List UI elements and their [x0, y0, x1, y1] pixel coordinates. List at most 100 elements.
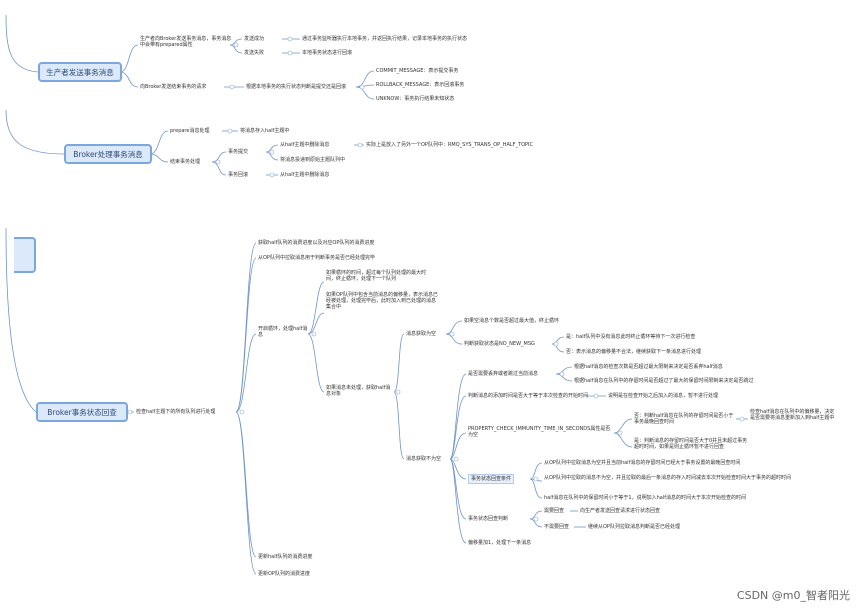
link — [393, 391, 405, 460]
node[interactable]: 更新half队列的消费进度 — [258, 554, 313, 560]
node[interactable]: UNKNOW：事务执行结果未知状态 — [376, 96, 455, 102]
link — [551, 343, 565, 353]
node[interactable]: 事务提交 — [228, 149, 249, 155]
node[interactable]: 根据half消息的检查次数是否超过最大限制来决定是否丢弃half消息 — [574, 364, 723, 370]
link — [449, 432, 467, 460]
node[interactable]: 开启循环，处理half消息 — [258, 326, 308, 338]
link — [529, 478, 543, 499]
node[interactable]: 将消息投递到原始主题队列中 — [280, 157, 346, 163]
collapse-dot — [739, 416, 745, 422]
collapse-dot — [533, 516, 539, 522]
node[interactable]: 更新OP队列的消费进度 — [258, 571, 310, 577]
link — [445, 333, 463, 345]
node[interactable]: 向生产者发送回查请求进行状态回查 — [580, 508, 661, 514]
collapse-dot — [449, 331, 455, 337]
node[interactable]: 从half主题中删除消息 — [280, 142, 330, 148]
link — [119, 71, 139, 88]
node[interactable]: PROPERTY_CHECK_IMMUNITY_TIME_IN_SECONDS属… — [468, 426, 611, 438]
link — [529, 510, 543, 520]
node[interactable]: 是：half队列中没有消息此时终止循环等待下一次进行检查 — [566, 334, 696, 340]
link — [211, 151, 227, 163]
node[interactable]: 根据本地事务的执行状态判断是提交还是回滚 — [246, 84, 347, 90]
collapse-dot — [453, 456, 459, 462]
node[interactable]: 发送失败 — [244, 50, 265, 56]
link — [307, 281, 325, 335]
node[interactable]: 结束事务处理 — [170, 159, 201, 165]
node[interactable]: 根据half消息在队列中的存留时间是否超过了最大的保留时间限制来决定是否跳过 — [574, 378, 754, 384]
node[interactable]: 如果循环的时间，超过每个队列处理的最大时间，终止循环，处理下一个队列 — [326, 270, 427, 282]
collapse-dot — [233, 42, 239, 48]
collapse-dot — [359, 84, 365, 90]
node[interactable]: 如果消息未处理，获取half消息对象 — [326, 385, 391, 397]
collapse-dot — [239, 409, 245, 415]
collapse-dot — [357, 142, 363, 148]
node[interactable]: 事务回滚 — [228, 172, 249, 178]
collapse-dot — [395, 389, 401, 395]
link — [235, 411, 257, 575]
node[interactable]: 生产者向Broker发送事务消息，事务消息中会带有prepared属性 — [140, 36, 232, 48]
link — [355, 86, 375, 100]
node[interactable]: 需要回查 — [544, 508, 565, 514]
link — [235, 411, 257, 558]
node[interactable]: 如果OP队列中包含当前消息的偏移量，表示消息已经被处理，处理完毕后，此时加入到已… — [326, 292, 438, 310]
collapse-dot — [311, 331, 317, 337]
collapse-dot — [269, 149, 275, 155]
collapse-dot — [593, 393, 599, 399]
node[interactable]: 从OP队列中拉取消息用于判断事务是否已经处理完毕 — [258, 255, 375, 261]
node[interactable]: 向Broker发送结束事务的请求 — [140, 84, 207, 90]
link — [393, 333, 405, 393]
node[interactable]: 消息获取为空 — [406, 331, 437, 337]
link — [5, 109, 65, 155]
collapse-dot — [553, 341, 559, 347]
node[interactable]: 否：判断half消息在队列的存留时间是否小于事务最晚回查时间 — [634, 413, 734, 425]
collapse-dot — [229, 84, 235, 90]
node-highlighted[interactable]: 事务状态回查条件 — [468, 474, 515, 484]
node[interactable]: 检查half主题下的所有队列进行处理 — [136, 409, 216, 415]
node[interactable]: 判断消息的添加时间是否大于等于本次检查的开始时间 — [468, 393, 589, 399]
node[interactable]: 从half主题中删除消息 — [280, 172, 330, 178]
link — [307, 333, 325, 393]
node[interactable]: half消息在队列中的保留时间小于等于1，说明加入half消息的时间大于本次开始… — [544, 495, 746, 501]
node[interactable]: 发送成功 — [244, 36, 265, 42]
node[interactable]: COMMIT_MESSAGE：表示提交事务 — [376, 68, 459, 74]
link — [449, 458, 467, 544]
node[interactable]: 通过事务监听器执行本地事务，并返回执行结果，记录本地事务的执行状态 — [302, 36, 468, 42]
node[interactable]: ROLLBACK_MESSAGE：表示回滚事务 — [376, 82, 465, 88]
link — [235, 333, 257, 413]
root-topic-fragment — [14, 237, 36, 273]
root-topic-broker[interactable]: Broker处理事务消息 — [64, 144, 152, 164]
node[interactable]: 事务状态回查判断 — [468, 516, 509, 522]
root-topic-producer[interactable]: 生产者发送事务消息 — [38, 62, 122, 82]
node[interactable]: 本地事务状态进行回滚 — [302, 50, 353, 56]
node[interactable]: prepare消息处理 — [170, 128, 210, 134]
link — [211, 161, 227, 176]
link — [355, 70, 375, 88]
node[interactable]: 从OP队列中拉取的消息不为空，并且拉取的最后一条消息的存入时间减去本次开始检查时… — [544, 475, 791, 481]
node[interactable]: 获取half队列的消费进度以及对应OP队列的消费进度 — [258, 240, 375, 246]
link — [119, 44, 139, 73]
link — [555, 373, 573, 382]
collapse-dot — [127, 409, 133, 415]
node[interactable]: 继续从OP队列拉取消息判断是否已经处理 — [588, 524, 680, 530]
node[interactable]: 将消息存入half主题中 — [240, 128, 290, 134]
link — [265, 151, 279, 161]
root-topic-check[interactable]: Broker事务状态回查 — [36, 402, 128, 422]
node[interactable]: 如果空消息个数是否超过最大值，终止循环 — [464, 318, 560, 324]
link — [5, 227, 37, 413]
node[interactable]: 消息获取不为空 — [406, 456, 442, 462]
link — [235, 242, 257, 413]
node[interactable]: 是：判断消息的存留时间是否大于0并且未超过事务超时时间，如果是则止循环暂不进行回… — [634, 438, 748, 450]
node[interactable]: 偏移量加1，处理下一条消息 — [468, 540, 532, 546]
node[interactable]: 判断获取状态是NO_NEW_MSG — [464, 341, 535, 347]
node[interactable]: 否：表示消息的偏移量不合法，继续获取下一条消息进行处理 — [566, 349, 702, 355]
link — [449, 395, 467, 460]
collapse-dot — [215, 159, 221, 165]
node[interactable]: 是否需要丢弃或者跳过当前消息 — [468, 371, 539, 377]
link — [529, 462, 543, 480]
node[interactable]: 实际上是放入了另外一个OP队列中：RMQ_SYS_TRANS_OP_HALF_T… — [366, 142, 534, 148]
node[interactable]: 从OP队列中拉取消息为空并且当前half消息的存留时间已经大于事务设置的最晚回查… — [544, 460, 741, 466]
node[interactable]: 不需要回查 — [544, 524, 570, 530]
node[interactable]: 检查half消息在队列中的偏移量，决定是否需要将消息重新加入到half主题中 — [750, 409, 835, 421]
node[interactable]: 说明是在检查开始之后加入的消息，暂不进行处理 — [608, 393, 719, 399]
